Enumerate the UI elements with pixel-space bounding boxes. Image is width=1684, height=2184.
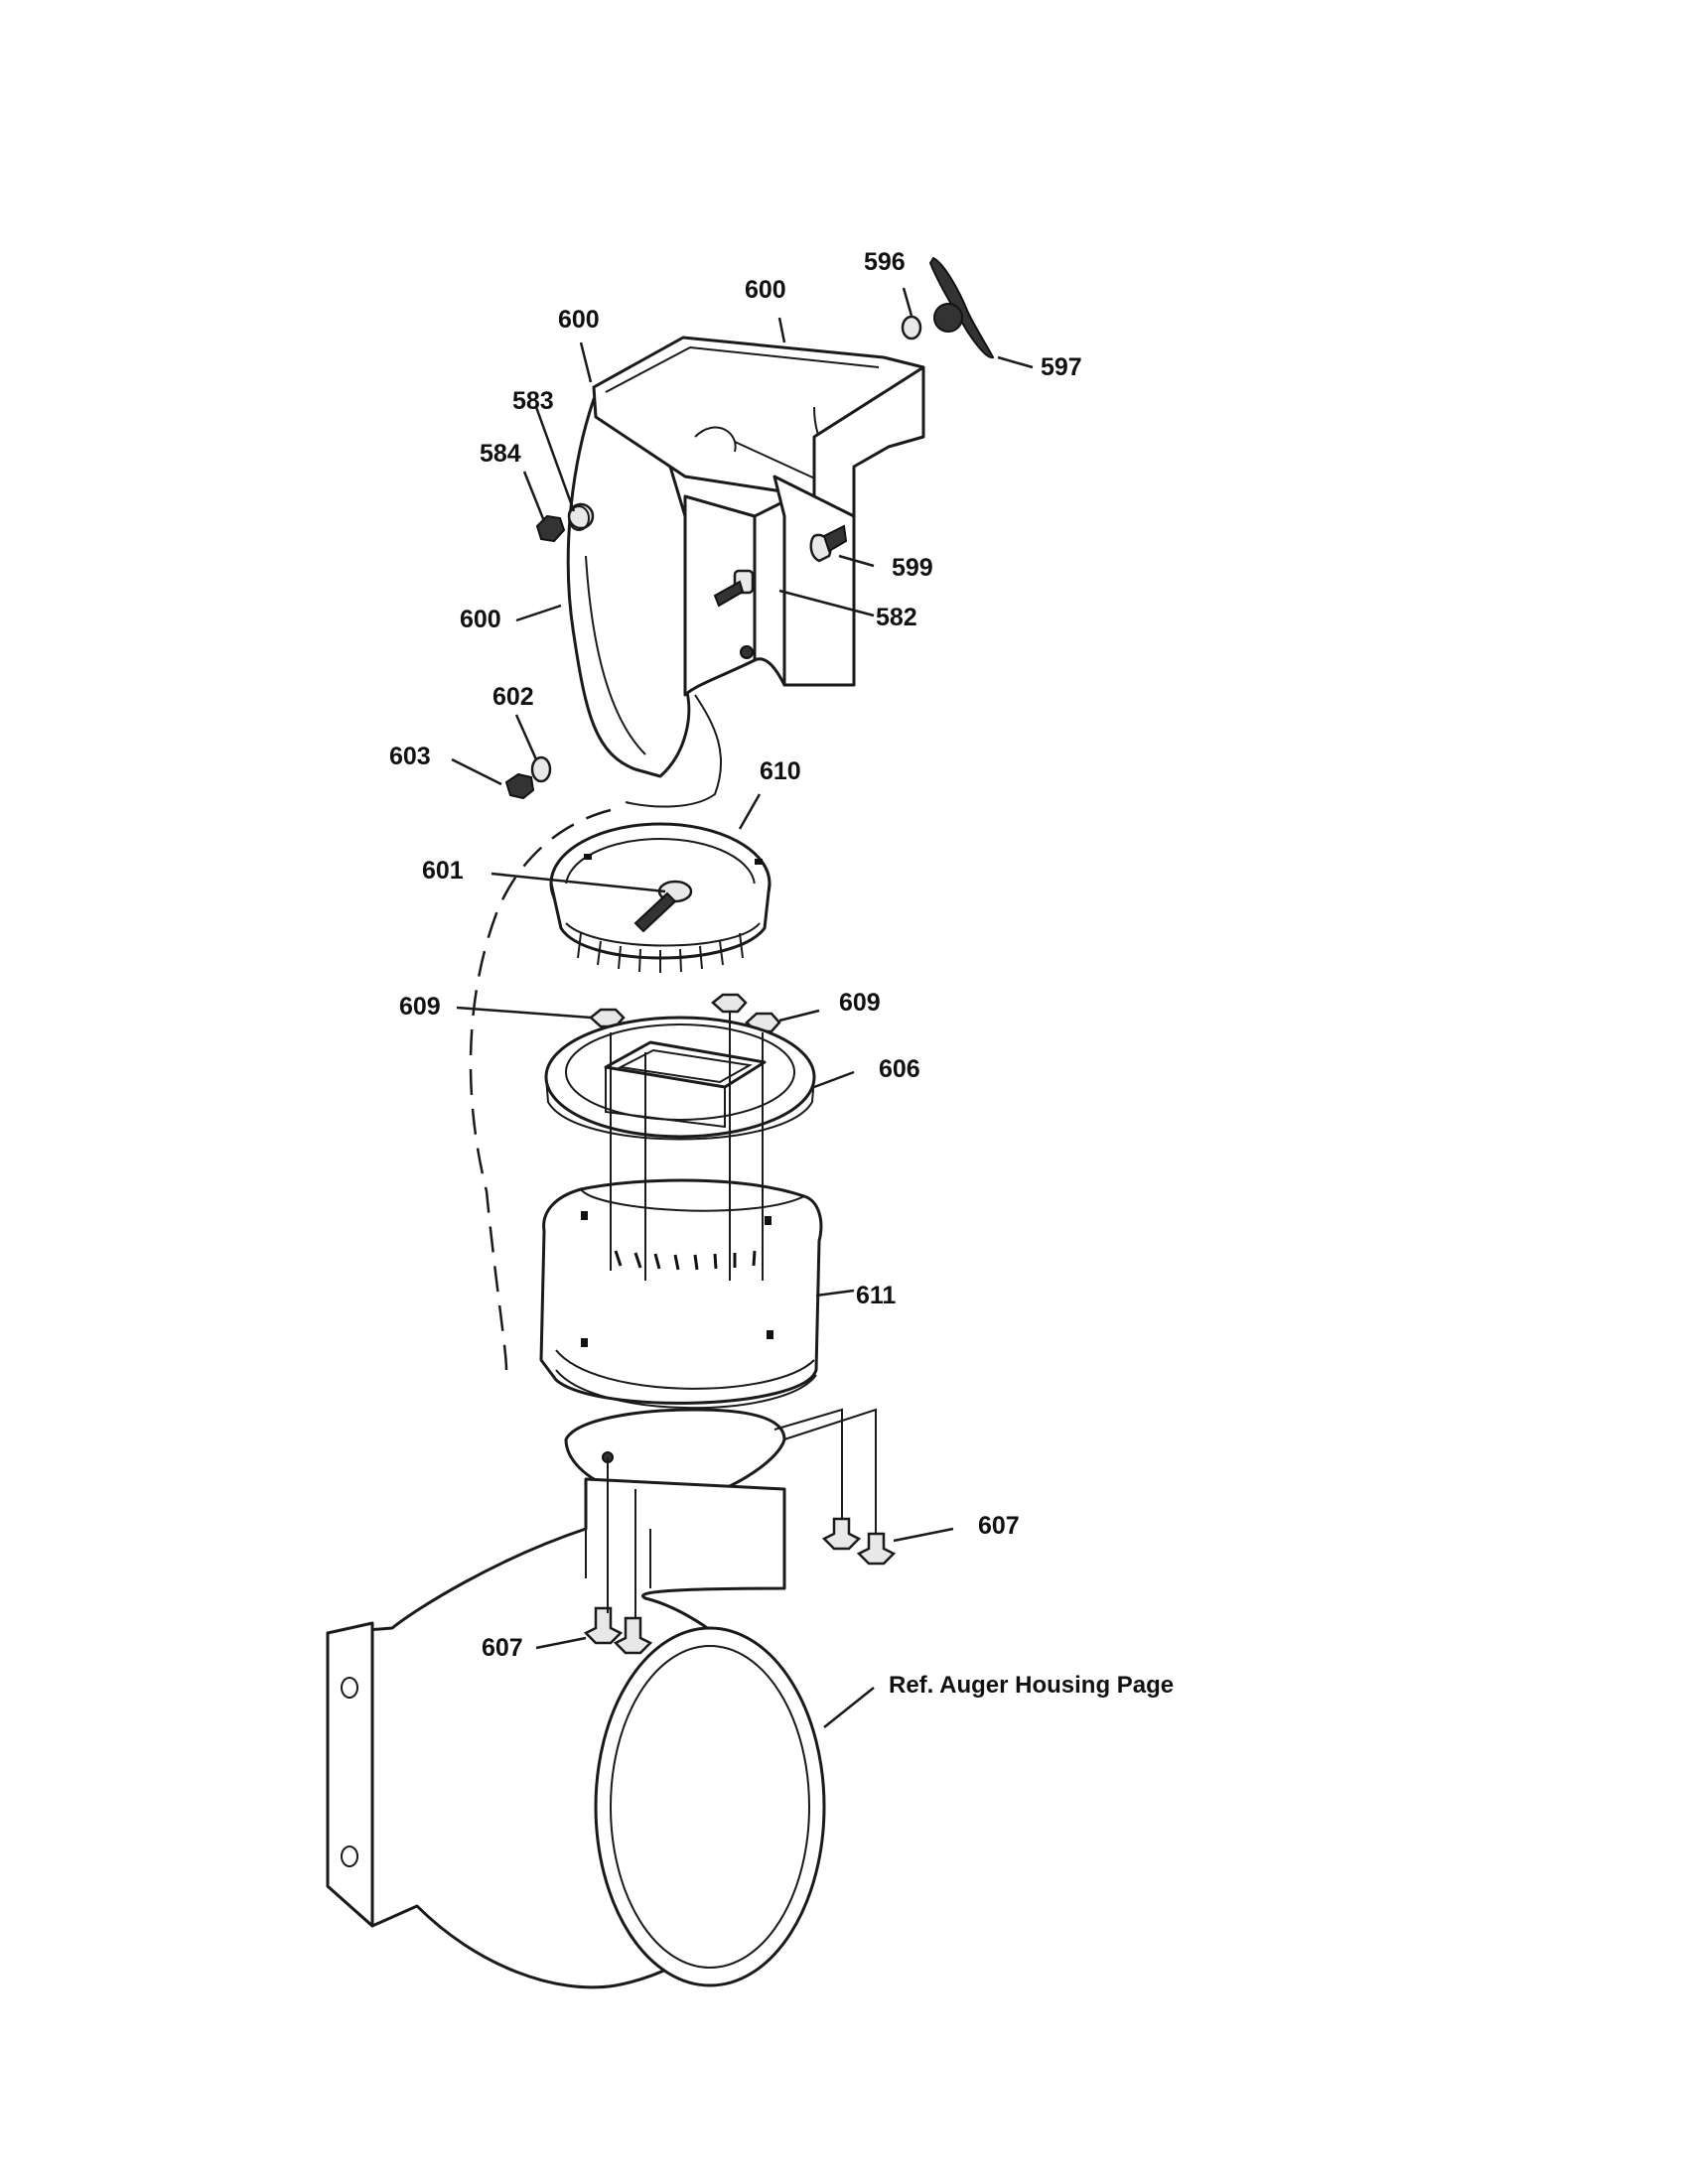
label-600-top: 600 xyxy=(745,276,786,304)
label-601: 601 xyxy=(422,857,464,885)
label-603: 603 xyxy=(389,743,431,770)
auger-housing-tube xyxy=(326,1477,826,1989)
part-606-ring xyxy=(544,1016,816,1141)
hardware-599-582 xyxy=(713,524,848,608)
hardware-601-bolt xyxy=(633,880,693,933)
label-606: 606 xyxy=(879,1055,920,1083)
label-607-left: 607 xyxy=(482,1634,523,1662)
hardware-602-603 xyxy=(504,755,552,800)
label-609-left: 609 xyxy=(399,993,441,1021)
leader-lines xyxy=(451,287,1034,1728)
label-584: 584 xyxy=(480,440,521,468)
label-582: 582 xyxy=(876,604,917,631)
chute-deflector-assembly xyxy=(494,336,925,914)
part-611-gear-ring xyxy=(539,1178,823,1410)
label-609-right: 609 xyxy=(839,989,881,1017)
label-583: 583 xyxy=(512,387,554,415)
hardware-583-584 xyxy=(535,502,595,543)
label-610: 610 xyxy=(760,757,801,785)
hardware-596-597 xyxy=(901,256,995,359)
label-611: 611 xyxy=(856,1282,896,1309)
label-600-left: 600 xyxy=(558,306,600,334)
label-ref-auger-housing: Ref. Auger Housing Page xyxy=(889,1672,1174,1699)
hardware-607-bolts xyxy=(583,1517,897,1655)
part-610-ring xyxy=(549,822,772,973)
label-607-right: 607 xyxy=(978,1512,1020,1540)
part-labels: 596 597 600 600 583 584 599 600 582 602 … xyxy=(389,248,1174,1699)
label-597: 597 xyxy=(1041,353,1082,381)
label-596: 596 xyxy=(864,248,906,276)
label-599: 599 xyxy=(892,554,933,582)
label-600-side: 600 xyxy=(460,606,501,633)
label-602: 602 xyxy=(492,683,534,711)
